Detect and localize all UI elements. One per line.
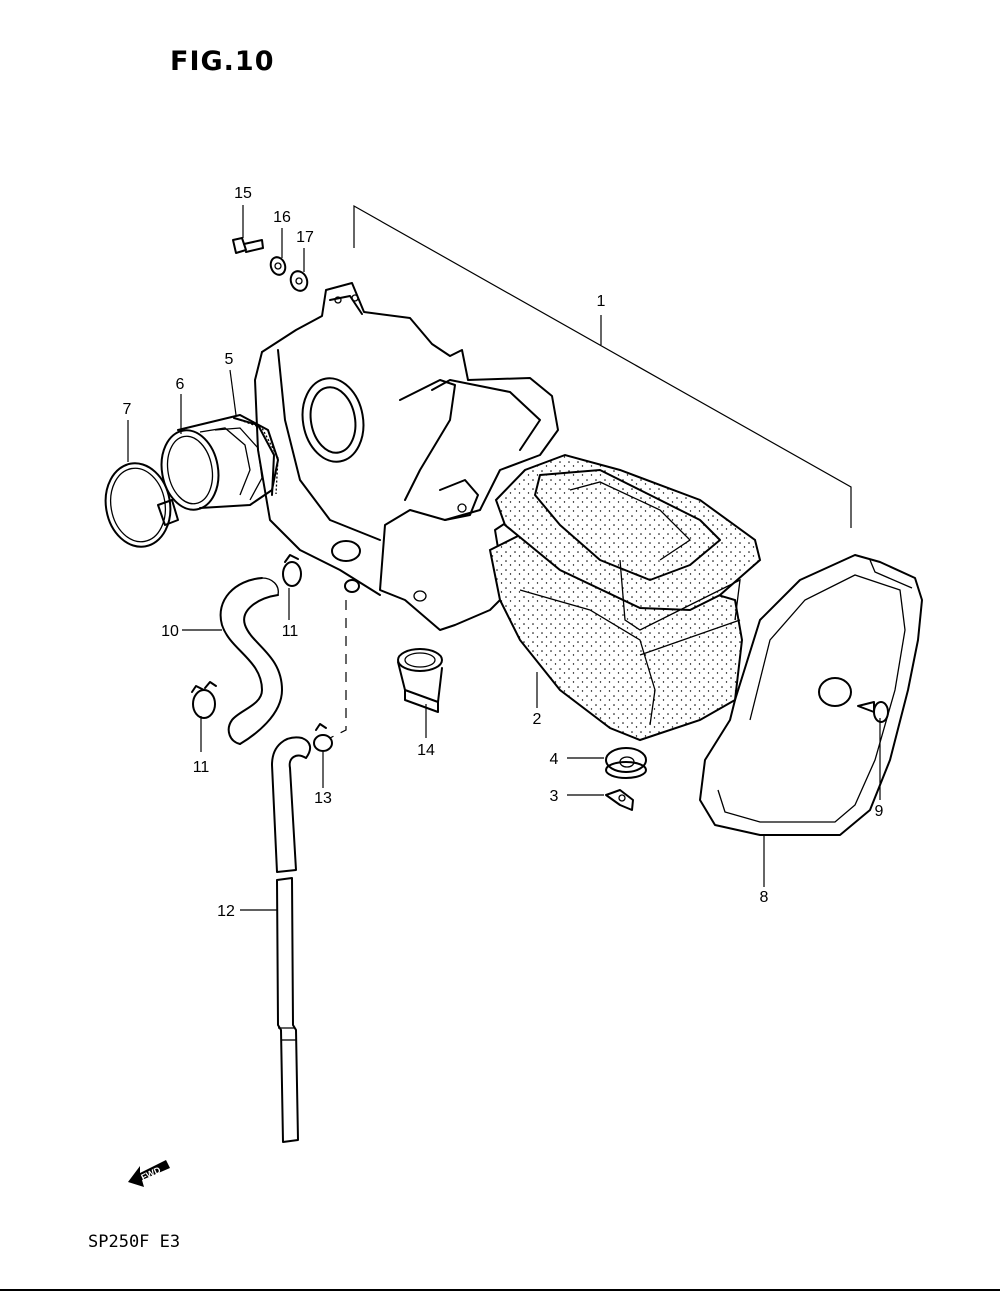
air-cleaner-element xyxy=(488,453,762,742)
callout-9: 9 xyxy=(875,803,884,820)
model-code: SP250F E3 xyxy=(88,1232,181,1252)
callout-1: 1 xyxy=(597,293,606,310)
figure-title: FIG.10 xyxy=(170,46,275,77)
callout-8: 8 xyxy=(760,889,769,906)
callout-17: 17 xyxy=(296,229,314,246)
assembly-dash-line xyxy=(329,600,347,739)
hose-clip-upper xyxy=(282,554,302,587)
plain-washer xyxy=(289,270,309,292)
callout-12: 12 xyxy=(217,903,235,920)
case-bolt xyxy=(232,237,264,254)
drain-cap xyxy=(397,648,443,713)
tube-band xyxy=(233,417,279,496)
cover-seal xyxy=(605,747,647,779)
callout-15: 15 xyxy=(234,185,252,202)
callout-2: 2 xyxy=(533,711,542,728)
callout-14: 14 xyxy=(417,742,435,759)
callout-4: 4 xyxy=(550,751,559,768)
callout-11-upper: 11 xyxy=(282,623,299,640)
callout-3: 3 xyxy=(550,788,559,805)
wing-nut xyxy=(605,789,634,811)
hose-clip-lower xyxy=(191,681,217,719)
bottom-rule xyxy=(0,1289,1000,1291)
check-tube xyxy=(271,736,312,1143)
callout-leaders xyxy=(127,205,881,911)
air-cleaner-cover xyxy=(699,554,923,836)
callout-10: 10 xyxy=(161,623,179,640)
drain-hose xyxy=(219,577,283,745)
air-cleaner-case xyxy=(254,282,559,631)
callout-6: 6 xyxy=(176,376,185,393)
callout-16: 16 xyxy=(273,209,291,226)
tube-clip xyxy=(313,723,333,752)
callout-13: 13 xyxy=(314,790,332,807)
assembly-bracket xyxy=(353,204,852,528)
cover-screw xyxy=(857,701,889,723)
lock-washer xyxy=(269,256,287,276)
callout-5: 5 xyxy=(225,351,234,368)
fwd-arrow-icon: FWD xyxy=(128,1160,170,1187)
callout-7: 7 xyxy=(123,401,132,418)
callout-11-lower: 11 xyxy=(193,759,210,776)
outlet-hose-clamp xyxy=(104,462,179,548)
outlet-tube xyxy=(160,414,279,511)
